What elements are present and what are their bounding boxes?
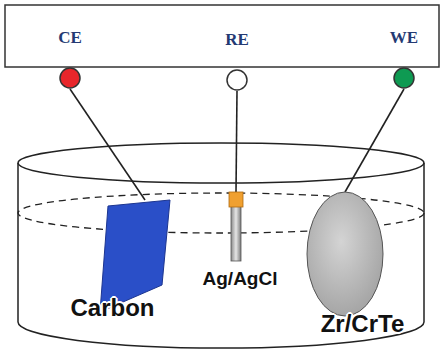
electrode: Ag/AgCl xyxy=(180,192,300,292)
electrode-label: Ag/AgCl xyxy=(180,268,300,290)
working-disc xyxy=(307,192,383,316)
terminal: WE xyxy=(379,28,429,89)
terminal: CE xyxy=(45,28,95,89)
lead-wire xyxy=(70,89,145,200)
electrode: Zr/CrTe xyxy=(300,192,425,344)
beaker-rim xyxy=(18,143,424,183)
reference-cap xyxy=(229,192,243,207)
potentiostat-box xyxy=(5,5,439,67)
electrode: Carbon xyxy=(50,200,175,322)
terminal-circle xyxy=(227,70,247,90)
terminal-label: CE xyxy=(45,28,95,48)
terminal: RE xyxy=(212,30,262,91)
electrode-label: Carbon xyxy=(50,294,175,322)
terminal-label: RE xyxy=(212,30,262,50)
terminal-circle xyxy=(394,68,414,88)
reference-rod xyxy=(231,205,241,261)
lead-wire xyxy=(345,89,404,192)
beaker-wall xyxy=(18,163,424,348)
terminal-label: WE xyxy=(379,28,429,48)
electrode-label: Zr/CrTe xyxy=(300,310,425,338)
lead-wire xyxy=(236,91,237,192)
terminal-circle xyxy=(60,68,80,88)
